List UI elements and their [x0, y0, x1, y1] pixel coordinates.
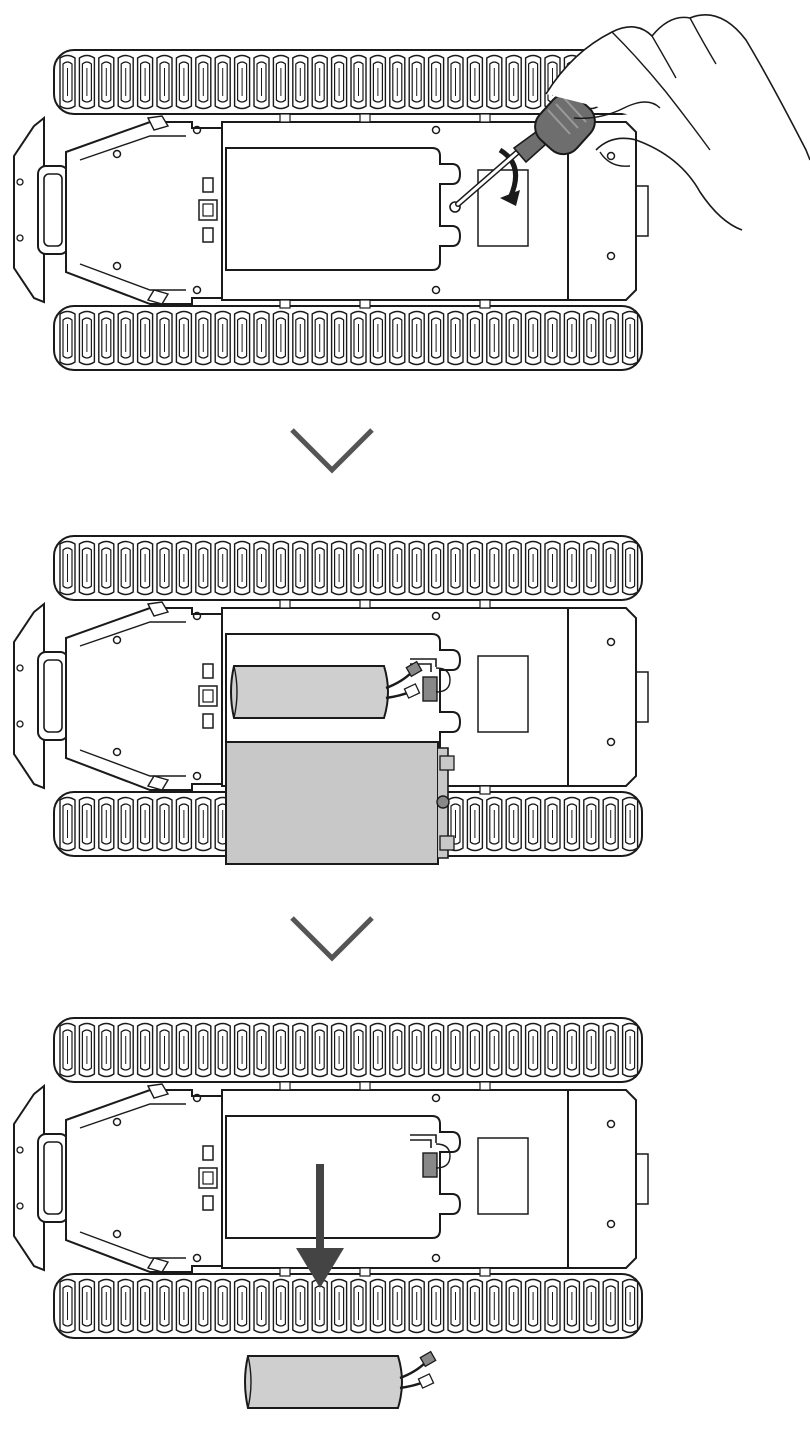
rotate-arrow-icon [498, 147, 519, 200]
hand-icon [545, 14, 810, 231]
step-1-unscrew-cover [14, 14, 810, 370]
chevron-down-icon [290, 916, 374, 962]
battery-icon [243, 1350, 437, 1410]
step-2-remove-cover [14, 536, 648, 865]
robot-chassis [14, 50, 648, 370]
battery-cover-icon [225, 741, 455, 865]
screwdriver-icon [455, 92, 596, 207]
chevron-down-icon [290, 428, 374, 474]
robot-chassis [14, 1018, 648, 1338]
arrow-down-icon [296, 1164, 344, 1288]
step-3-pull-out-battery [14, 1018, 648, 1338]
